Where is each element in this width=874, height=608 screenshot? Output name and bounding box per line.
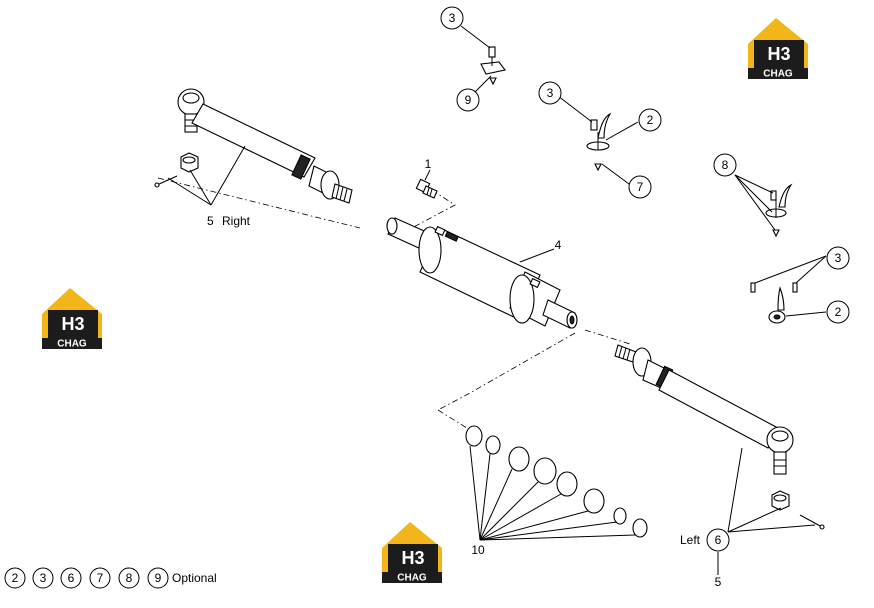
label-part-5-right: 5: [207, 214, 214, 228]
legend-number: 6: [68, 571, 75, 585]
seal-ring: [632, 518, 648, 538]
callout-number: 3: [547, 86, 554, 100]
brand-logo-left: H3 CHAG: [42, 288, 102, 350]
legend-number: 2: [12, 571, 19, 585]
callout-number: 2: [835, 305, 842, 319]
callout-8: 8: [713, 153, 737, 177]
optional-legend: 2 3 6 7 8 9 Optional: [4, 567, 217, 589]
label-part-5-left: 5: [715, 575, 722, 589]
leader-lines: [167, 25, 827, 575]
seal-ring: [613, 507, 627, 525]
logo-mark-text: H3: [767, 44, 790, 64]
seal-ring: [533, 457, 557, 485]
seal-ring: [508, 446, 530, 472]
logo-name-text: CHAG: [57, 339, 87, 350]
legend-number: 7: [97, 571, 104, 585]
legend-optional-note: Optional: [172, 571, 217, 585]
seal-kit-rings: [465, 425, 648, 538]
callout-number: 6: [715, 533, 722, 547]
grease-fitting-part-8: [765, 183, 793, 238]
tie-rod-right: [154, 88, 353, 204]
callout-number: 9: [465, 93, 472, 107]
cotter-pin-left: [799, 514, 823, 528]
logo-name-text: CHAG: [763, 69, 793, 80]
ball-joint-stud-left: [773, 451, 787, 475]
tie-rod-left: [614, 344, 825, 530]
seal-ring: [583, 488, 605, 514]
grease-fitting-part-2-upper: [586, 112, 612, 172]
seal-kit-guide-line-2: [437, 409, 471, 431]
seal-ring: [465, 425, 483, 447]
tie-rod-tube-right: [191, 103, 316, 178]
callout-2-lower: 2: [826, 300, 850, 324]
seal-kit-guide-line: [437, 332, 576, 411]
callout-3-top: 3: [440, 6, 464, 30]
bolt-part-1: [415, 178, 438, 199]
callout-6: 6: [706, 528, 730, 552]
cotter-pin-right: [156, 175, 178, 186]
label-part-4: 4: [555, 238, 562, 252]
grease-fitting-part-2-lower: [750, 282, 798, 324]
label-part-1: 1: [425, 157, 432, 171]
label-part-10: 10: [471, 543, 485, 557]
label-right: Right: [222, 214, 251, 228]
brand-logo-bottom: H3 CHAG: [382, 522, 442, 584]
fitting-part-9: [480, 46, 506, 86]
brand-logo-top-right: H3 CHAG: [748, 18, 808, 80]
legend-number: 3: [40, 571, 47, 585]
logo-mark-text: H3: [401, 548, 424, 568]
steering-cylinder: [386, 217, 578, 329]
callout-3-middle: 3: [538, 81, 562, 105]
callout-9: 9: [456, 88, 480, 112]
legend-number: 9: [155, 571, 162, 585]
label-left: Left: [680, 533, 701, 547]
seal-ring: [485, 435, 501, 455]
logo-mark-text: H3: [61, 314, 84, 334]
callout-3-right: 3: [826, 246, 850, 270]
callout-number: 7: [637, 180, 644, 194]
bolt-guide-line: [407, 189, 456, 231]
callout-number: 3: [835, 251, 842, 265]
seal-ring: [556, 471, 578, 497]
callout-number: 2: [647, 113, 654, 127]
callout-7: 7: [628, 175, 652, 199]
callout-number: 8: [722, 158, 729, 172]
centre-line-left: [157, 177, 361, 229]
centre-line-right: [584, 329, 631, 345]
callout-2-upper: 2: [638, 108, 662, 132]
legend-number: 8: [126, 571, 133, 585]
tie-rod-tube-left: [658, 369, 779, 449]
logo-name-text: CHAG: [397, 573, 427, 584]
cylinder-gland: [418, 226, 442, 274]
callout-number: 3: [449, 11, 456, 25]
